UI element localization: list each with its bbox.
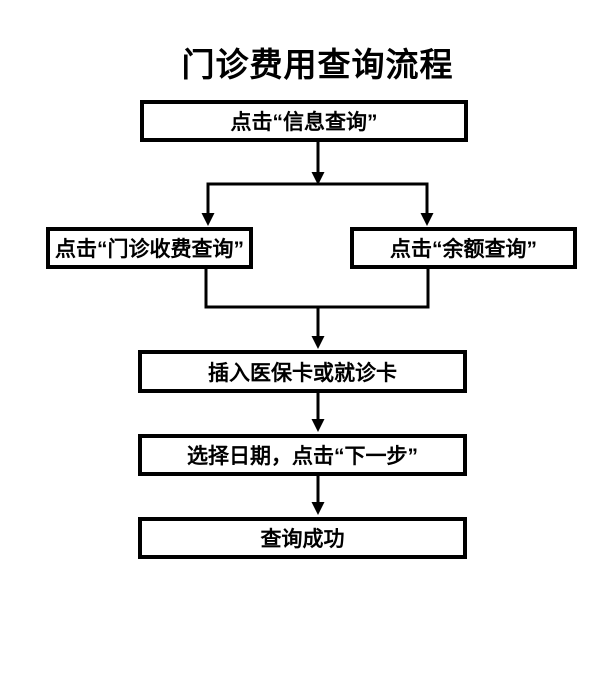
- arrow-split: [201, 142, 434, 226]
- node-insert-card: 插入医保卡或就诊卡: [138, 350, 467, 393]
- node-query-success: 查询成功: [138, 517, 467, 559]
- arrow-merge: [204, 266, 430, 349]
- node-click-outpatient-fee-query: 点击“门诊收费查询”: [46, 227, 253, 269]
- arrow-insert-to-date: [311, 390, 325, 432]
- page-title: 门诊费用查询流程: [181, 46, 454, 83]
- arrow-date-to-success: [311, 474, 325, 515]
- node-click-balance-query: 点击“余额查询”: [350, 227, 577, 269]
- node-click-info-query: 点击“信息查询”: [140, 100, 468, 142]
- node-select-date-next: 选择日期，点击“下一步”: [138, 434, 467, 476]
